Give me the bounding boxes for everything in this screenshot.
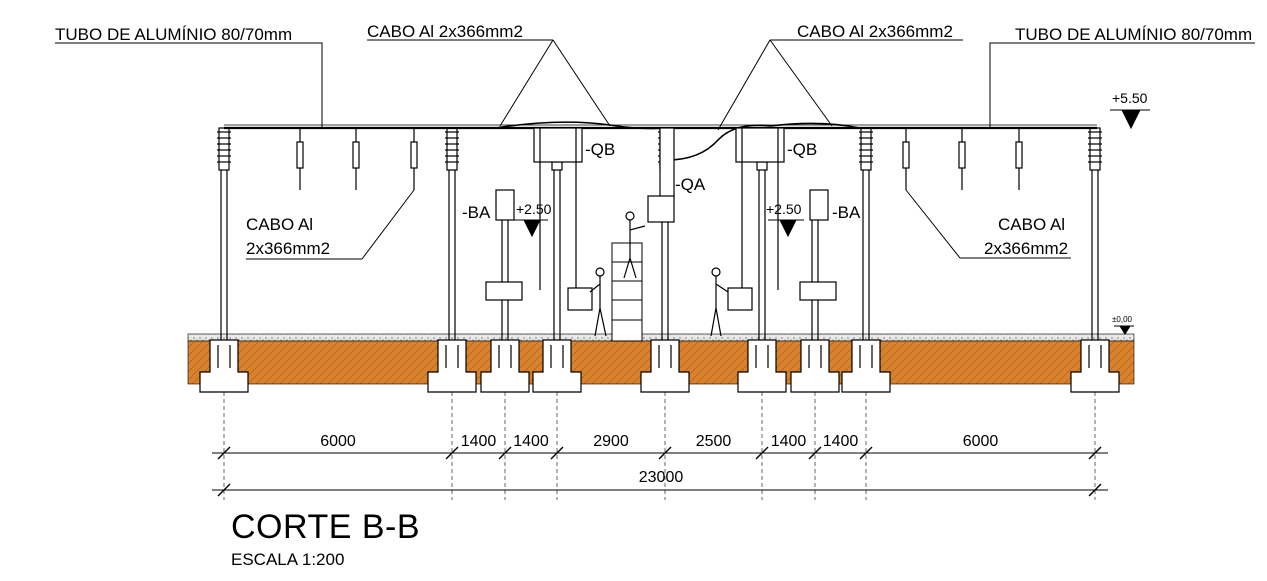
foundation [640, 339, 690, 393]
cable-label-side-left-1: CABO Al [246, 215, 313, 234]
support-structure [427, 127, 477, 500]
insulator [218, 127, 230, 171]
cable-label-side-right-2: 2x366mm2 [984, 239, 1068, 258]
cable-label-side-right-1: CABO Al [998, 215, 1065, 234]
ba-label-right: -BA [832, 203, 861, 222]
foundation [841, 339, 891, 393]
dimension-segment: 6000 [963, 433, 999, 450]
level-high-label: +5.50 [1112, 90, 1148, 106]
qa-breaker [647, 127, 675, 223]
dimension-segment: 2500 [696, 433, 732, 450]
dimension-segment: 6000 [320, 433, 356, 450]
ba-left-transformer [485, 189, 523, 301]
foundation [532, 339, 582, 393]
droppers-left [296, 128, 418, 190]
qb-label-right: -QB [787, 140, 817, 159]
insulator [446, 127, 458, 171]
worker-figures [589, 211, 729, 337]
structures [199, 127, 1120, 500]
qb-left-disconnector [533, 127, 583, 290]
foundation [480, 339, 530, 393]
foundation [199, 339, 249, 393]
dimension-segment: 1400 [513, 433, 549, 450]
work-platform [611, 242, 643, 342]
support-structure [480, 220, 530, 500]
support-structure [841, 127, 891, 500]
cable-label-top-left: CABO Al 2x366mm2 [367, 22, 523, 41]
insulator [1089, 127, 1101, 171]
qb-right-disconnector [735, 127, 785, 290]
section-title: CORTE B-B [231, 508, 421, 546]
level-mid-right-label: +2.50 [766, 201, 802, 217]
level-markers [512, 109, 1150, 335]
cable-label-top-right: CABO Al 2x366mm2 [797, 22, 953, 41]
section-scale: ESCALA 1:200 [231, 550, 345, 569]
dimension-segment: 1400 [823, 433, 859, 450]
leaders [55, 39, 1255, 260]
support-structure [199, 127, 249, 500]
mechanism-boxes [567, 287, 753, 311]
foundation [737, 339, 787, 393]
ba-label-left: -BA [462, 203, 491, 222]
dimension-total: 23000 [639, 469, 684, 486]
support-structure [1070, 127, 1120, 500]
qb-label-left: -QB [585, 140, 615, 159]
support-structure [790, 220, 840, 500]
foundation [1070, 339, 1120, 393]
foundation [790, 339, 840, 393]
dimension-lines [212, 446, 1108, 497]
dimension-segment: 1400 [461, 433, 497, 450]
dimension-segment: 1400 [771, 433, 807, 450]
tube-label-left: TUBO DE ALUMÍNIO 80/70mm [55, 25, 292, 44]
droppers-right [902, 128, 1023, 190]
cable-label-side-left-2: 2x366mm2 [246, 239, 330, 258]
cable-left [494, 121, 668, 130]
cable-center [666, 124, 771, 161]
qa-label: -QA [675, 175, 706, 194]
cable-right [769, 122, 861, 129]
dimension-segment: 2900 [593, 433, 629, 450]
foundation [427, 339, 477, 393]
tube-label-right: TUBO DE ALUMÍNIO 80/70mm [1015, 25, 1252, 44]
dimension-texts: 6000 1400 1400 2900 2500 1400 1400 6000 [320, 433, 998, 450]
level-ground-label: ±0,00 [1112, 315, 1133, 324]
level-mid-left-label: +2.50 [516, 201, 552, 217]
insulator [860, 127, 872, 171]
ba-right-transformer [799, 189, 837, 301]
